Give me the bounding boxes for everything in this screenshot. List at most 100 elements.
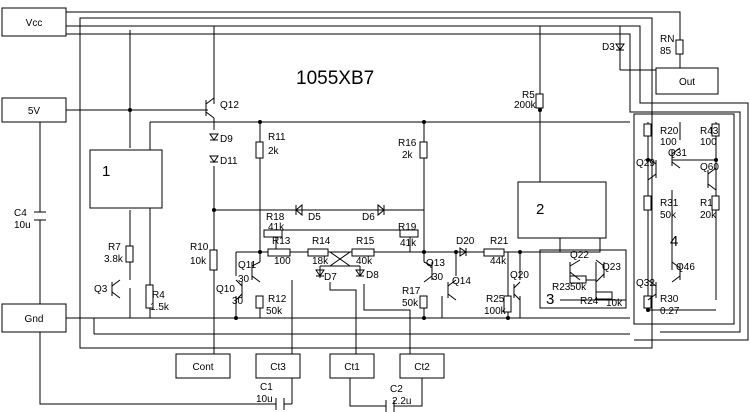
block-3-label: 3 <box>546 291 554 308</box>
label-r31-val: 50k <box>660 210 677 221</box>
label-r16: R16 <box>398 138 417 149</box>
label-r18-val: 41k <box>268 222 285 233</box>
label-d5: D5 <box>308 212 321 223</box>
block-1 <box>89 149 163 209</box>
pin-5v-box <box>1 97 67 123</box>
diode-d3 <box>615 43 625 51</box>
chip-outline <box>79 17 653 349</box>
label-r20-val: 100 <box>660 137 677 148</box>
label-r10-val: 10k <box>190 256 207 267</box>
resistor-r20 <box>643 123 652 137</box>
resistor-r13 <box>267 248 291 257</box>
label-q12: Q12 <box>220 100 239 111</box>
label-q14: Q14 <box>452 276 471 287</box>
pin-ct2-label: Ct2 <box>414 362 430 373</box>
resistor-r25 <box>503 295 512 313</box>
label-r17: R17 <box>402 286 421 297</box>
transistor-q32 <box>647 279 657 301</box>
diode-symbols <box>209 43 625 277</box>
label-q13-val: 30 <box>432 272 444 283</box>
label-r21-val: 44k <box>490 256 507 267</box>
transistor-q12 <box>205 97 215 119</box>
block-3 <box>539 249 627 309</box>
transistor-q10 <box>235 279 243 301</box>
label-r17-val: 50k <box>402 298 419 309</box>
label-c1-val: 10u <box>256 394 273 405</box>
label-r14: R14 <box>312 236 331 247</box>
block-2 <box>517 181 607 239</box>
transistor-symbols <box>111 97 717 301</box>
transistor-q23 <box>595 259 605 283</box>
transistor-q3 <box>111 279 121 299</box>
pin-vcc-box <box>1 7 67 37</box>
pin-gnd-box <box>1 303 67 333</box>
label-r1-val: 20k <box>700 210 717 221</box>
label-r5-val: 200k <box>514 100 537 111</box>
resistor-r11 <box>255 141 264 159</box>
capacitor-c2 <box>385 400 395 412</box>
label-r7-val: 3.8k <box>104 254 124 265</box>
label-d3: D3 <box>602 42 615 53</box>
resistor-r5 <box>535 93 544 109</box>
label-r4: R4 <box>152 290 165 301</box>
label-r31: R31 <box>660 198 679 209</box>
capacitor-c1 <box>275 398 285 410</box>
label-r19-val: 41k <box>400 238 417 249</box>
pin-5v-label: 5V <box>28 106 41 117</box>
chip-title: 1055XB7 <box>296 68 374 89</box>
label-d11: D11 <box>220 156 238 167</box>
label-r12: R12 <box>268 294 287 305</box>
pin-ct3-box <box>255 353 301 379</box>
label-d6: D6 <box>362 212 375 223</box>
label-r18: R18 <box>266 212 285 223</box>
diode-d20 <box>459 247 467 257</box>
label-q11: Q11 <box>238 260 257 271</box>
transistor-q13 <box>423 261 433 283</box>
resistor-r19 <box>399 229 419 238</box>
capacitor-c4 <box>34 211 46 221</box>
label-q46: Q46 <box>676 262 695 273</box>
resistor-r12 <box>255 295 264 309</box>
label-r13: R13 <box>272 236 291 247</box>
label-rn: RN <box>660 34 674 45</box>
label-r43-val: 100 <box>700 137 717 148</box>
label-r12-val: 50k <box>266 306 283 317</box>
label-r13-val: 100 <box>274 256 291 267</box>
label-r23-val: 50k <box>570 282 587 293</box>
resistor-rn <box>675 39 684 55</box>
label-r25: R25 <box>486 294 505 305</box>
resistor-r16 <box>419 141 428 159</box>
pin-ct3-label: Ct3 <box>270 362 286 373</box>
label-r24: R24 <box>580 296 599 307</box>
resistor-r18 <box>263 229 283 238</box>
label-r23: R23 <box>552 282 571 293</box>
label-q10-val: 30 <box>232 296 244 307</box>
label-r7: R7 <box>108 242 121 253</box>
transistor-q14 <box>447 279 457 301</box>
wiring <box>39 11 749 407</box>
diode-d5 <box>295 203 303 217</box>
diode-d8 <box>355 269 365 277</box>
label-q22: Q22 <box>570 250 589 261</box>
junction-dots <box>128 108 718 320</box>
label-r30: R30 <box>660 294 679 305</box>
label-q20: Q20 <box>510 270 529 281</box>
label-rn-val: 85 <box>660 46 672 57</box>
label-c2: C2 <box>390 384 403 395</box>
label-q60: Q60 <box>700 162 719 173</box>
resistor-r4 <box>145 284 154 309</box>
label-r16-val: 2k <box>402 150 414 161</box>
label-q23: Q23 <box>602 262 621 273</box>
resistor-r23 <box>569 275 587 284</box>
label-d8: D8 <box>366 270 379 281</box>
block-1-label: 1 <box>102 163 110 180</box>
label-r4-val: 1.5k <box>150 302 170 313</box>
label-c4-val: 10u <box>14 220 31 231</box>
label-c2-val: 2.2u <box>392 396 411 407</box>
diode-d9 <box>209 133 219 141</box>
pin-ct2-box <box>399 353 445 379</box>
resistor-bodies <box>125 39 720 313</box>
transistor-q20 <box>513 281 521 301</box>
label-r24-val: 10k <box>606 298 623 309</box>
